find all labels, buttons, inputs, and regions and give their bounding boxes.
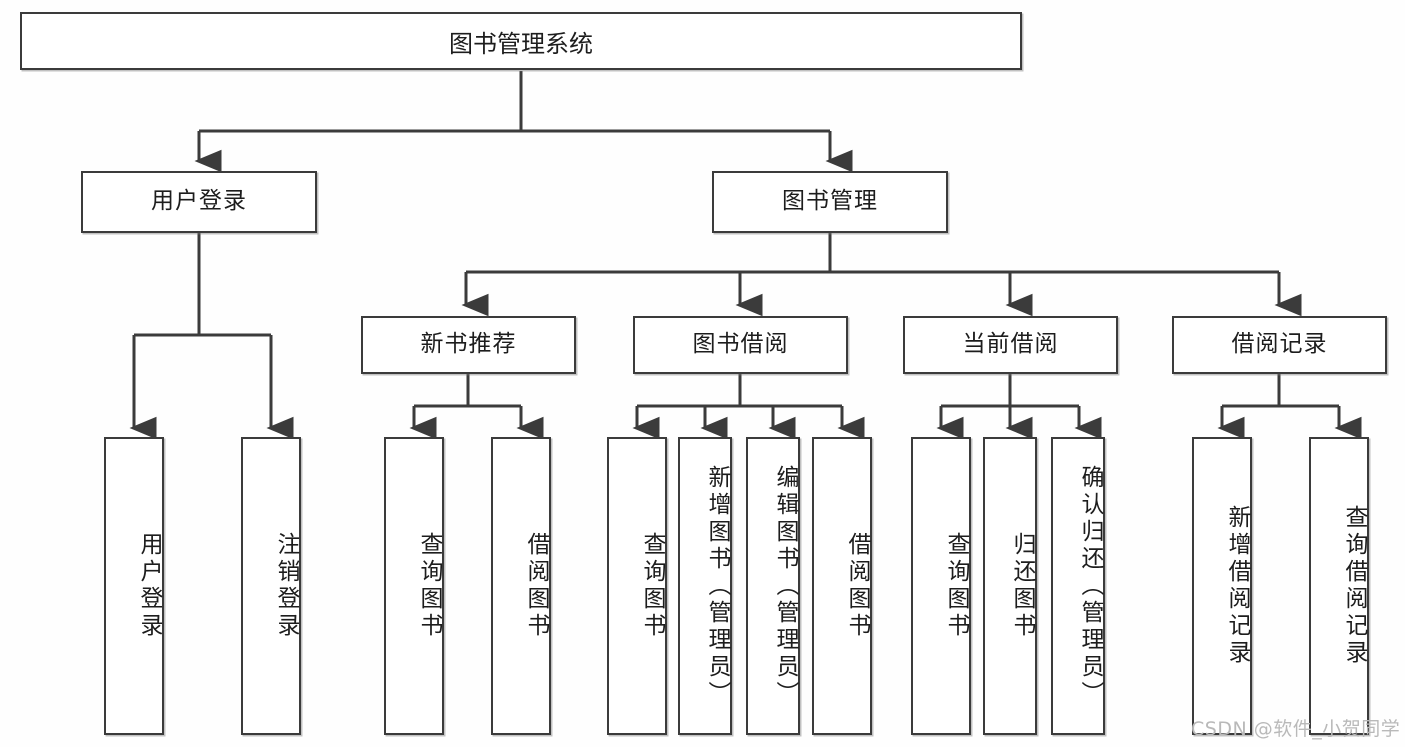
node-label: 当前借阅 — [962, 331, 1059, 358]
node-book-management[interactable]: 图书管理 — [712, 171, 948, 233]
leaf-current-borrow-confirm-return-admin[interactable]: 确认归还（管理员） — [1051, 437, 1105, 735]
node-label: 用户登录 — [136, 532, 162, 640]
node-label: 用户登录 — [151, 188, 247, 215]
node-label: 确认归还（管理员） — [1077, 464, 1103, 708]
leaf-book-borrow-borrow-book[interactable]: 借阅图书 — [812, 437, 872, 735]
leaf-new-book-query-book[interactable]: 查询图书 — [384, 437, 444, 735]
node-label: 借阅图书 — [844, 532, 870, 640]
node-label: 查询图书 — [639, 532, 665, 640]
leaf-book-borrow-edit-book-admin[interactable]: 编辑图书（管理员） — [746, 437, 800, 735]
node-label: 注销登录 — [273, 532, 299, 640]
node-label: 借阅记录 — [1231, 331, 1328, 358]
node-new-book-recommend[interactable]: 新书推荐 — [361, 316, 576, 374]
node-label: 图书借阅 — [692, 331, 789, 358]
node-label: 新增借阅记录 — [1224, 505, 1250, 667]
csdn-watermark: CSDN @软件_小贺同学 — [1191, 718, 1401, 740]
node-label: 查询借阅记录 — [1341, 505, 1367, 667]
leaf-user-login-login[interactable]: 用户登录 — [104, 437, 164, 735]
leaf-book-borrow-query-book[interactable]: 查询图书 — [607, 437, 667, 735]
node-borrow-record[interactable]: 借阅记录 — [1172, 316, 1387, 374]
leaf-current-borrow-query-book[interactable]: 查询图书 — [911, 437, 971, 735]
node-label: 图书管理系统 — [449, 29, 593, 58]
node-book-borrow[interactable]: 图书借阅 — [633, 316, 848, 374]
node-label: 新增图书（管理员） — [704, 464, 730, 708]
leaf-borrow-record-add-record[interactable]: 新增借阅记录 — [1192, 437, 1252, 735]
leaf-book-borrow-add-book-admin[interactable]: 新增图书（管理员） — [678, 437, 732, 735]
node-current-borrow[interactable]: 当前借阅 — [903, 316, 1118, 374]
node-label: 图书管理 — [782, 188, 878, 215]
leaf-new-book-borrow-book[interactable]: 借阅图书 — [491, 437, 551, 735]
node-root-book-management-system[interactable]: 图书管理系统 — [20, 12, 1022, 70]
node-label: 编辑图书（管理员） — [772, 464, 798, 708]
node-label: 查询图书 — [943, 532, 969, 640]
node-label: 归还图书 — [1009, 532, 1035, 640]
leaf-borrow-record-query-record[interactable]: 查询借阅记录 — [1309, 437, 1369, 735]
node-user-login[interactable]: 用户登录 — [81, 171, 317, 233]
node-label: 新书推荐 — [420, 331, 517, 358]
node-label: 查询图书 — [416, 532, 442, 640]
node-label: 借阅图书 — [523, 532, 549, 640]
leaf-current-borrow-return-book[interactable]: 归还图书 — [983, 437, 1037, 735]
leaf-user-login-logout[interactable]: 注销登录 — [241, 437, 301, 735]
